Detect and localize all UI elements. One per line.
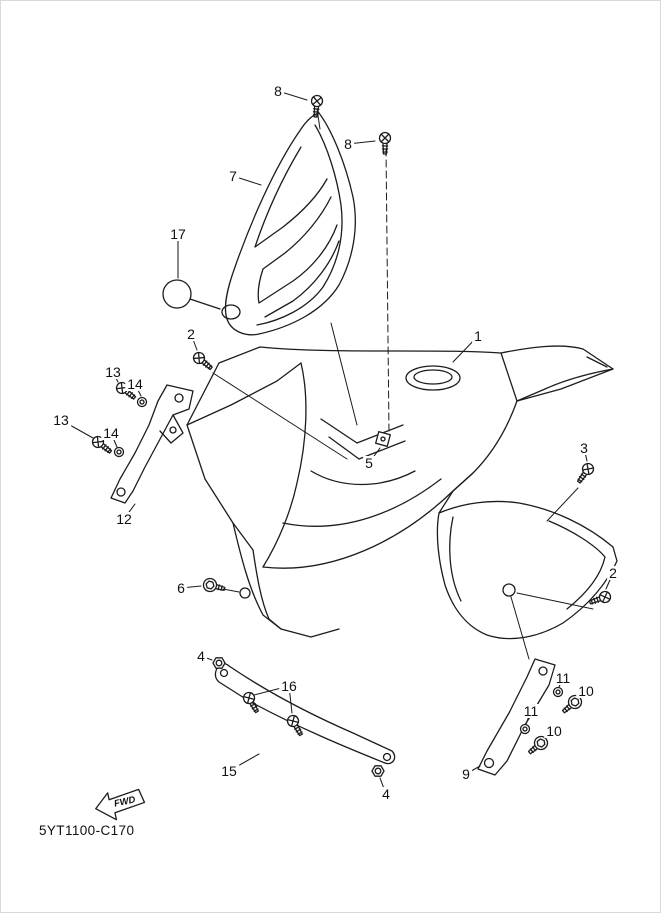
callout-15: 15 <box>219 763 239 779</box>
screw-icon <box>310 94 324 118</box>
flange-bolt-icon <box>527 735 549 755</box>
washer-icon <box>136 396 148 408</box>
washer-icon <box>552 686 564 698</box>
callout-3: 3 <box>578 440 590 456</box>
lower-right-panel <box>436 472 618 640</box>
flange-bolt-icon <box>202 577 226 593</box>
callout-11: 11 <box>521 703 541 719</box>
assembly-lines <box>212 108 594 660</box>
front-fender <box>186 345 614 638</box>
hood-scoop <box>221 112 356 336</box>
screw-icon <box>576 462 595 484</box>
callout-9: 9 <box>460 766 472 782</box>
callout-2: 2 <box>185 326 197 342</box>
washer-icon <box>519 723 531 735</box>
callout-16: 16 <box>279 678 299 694</box>
screw-icon <box>192 351 213 371</box>
callout-13: 13 <box>103 364 123 380</box>
callout-8: 8 <box>342 136 354 152</box>
bracket-left <box>110 384 194 504</box>
bracket-right <box>477 658 556 776</box>
callout-10: 10 <box>544 723 564 739</box>
nut-icon <box>371 765 385 777</box>
front-stay <box>214 662 396 765</box>
callout-4: 4 <box>380 786 392 802</box>
screw-icon <box>378 131 392 155</box>
callout-7: 7 <box>227 168 239 184</box>
callout-14: 14 <box>125 376 145 392</box>
speed-nut <box>375 431 391 447</box>
screw-icon <box>115 381 137 400</box>
callout-1: 1 <box>472 328 484 344</box>
nut-icon <box>212 657 226 669</box>
callout-5: 5 <box>363 455 375 471</box>
callout-14: 14 <box>101 425 121 441</box>
emblem-disc <box>162 279 221 310</box>
callout-17: 17 <box>168 226 188 242</box>
callout-10: 10 <box>576 683 596 699</box>
fwd-arrow-label: FWD <box>113 794 137 809</box>
fwd-arrow: FWD <box>95 788 146 821</box>
callout-4: 4 <box>195 648 207 664</box>
washer-icon <box>113 446 125 458</box>
callout-8: 8 <box>272 83 284 99</box>
callout-11: 11 <box>553 670 573 686</box>
callout-6: 6 <box>175 580 187 596</box>
part-code: 5YT1100-C170 <box>39 823 135 838</box>
hardware-layer <box>91 94 612 777</box>
screw-icon <box>588 590 612 605</box>
callout-12: 12 <box>114 511 134 527</box>
callout-2: 2 <box>607 565 619 581</box>
callout-13: 13 <box>51 412 71 428</box>
screw-icon <box>286 714 303 737</box>
